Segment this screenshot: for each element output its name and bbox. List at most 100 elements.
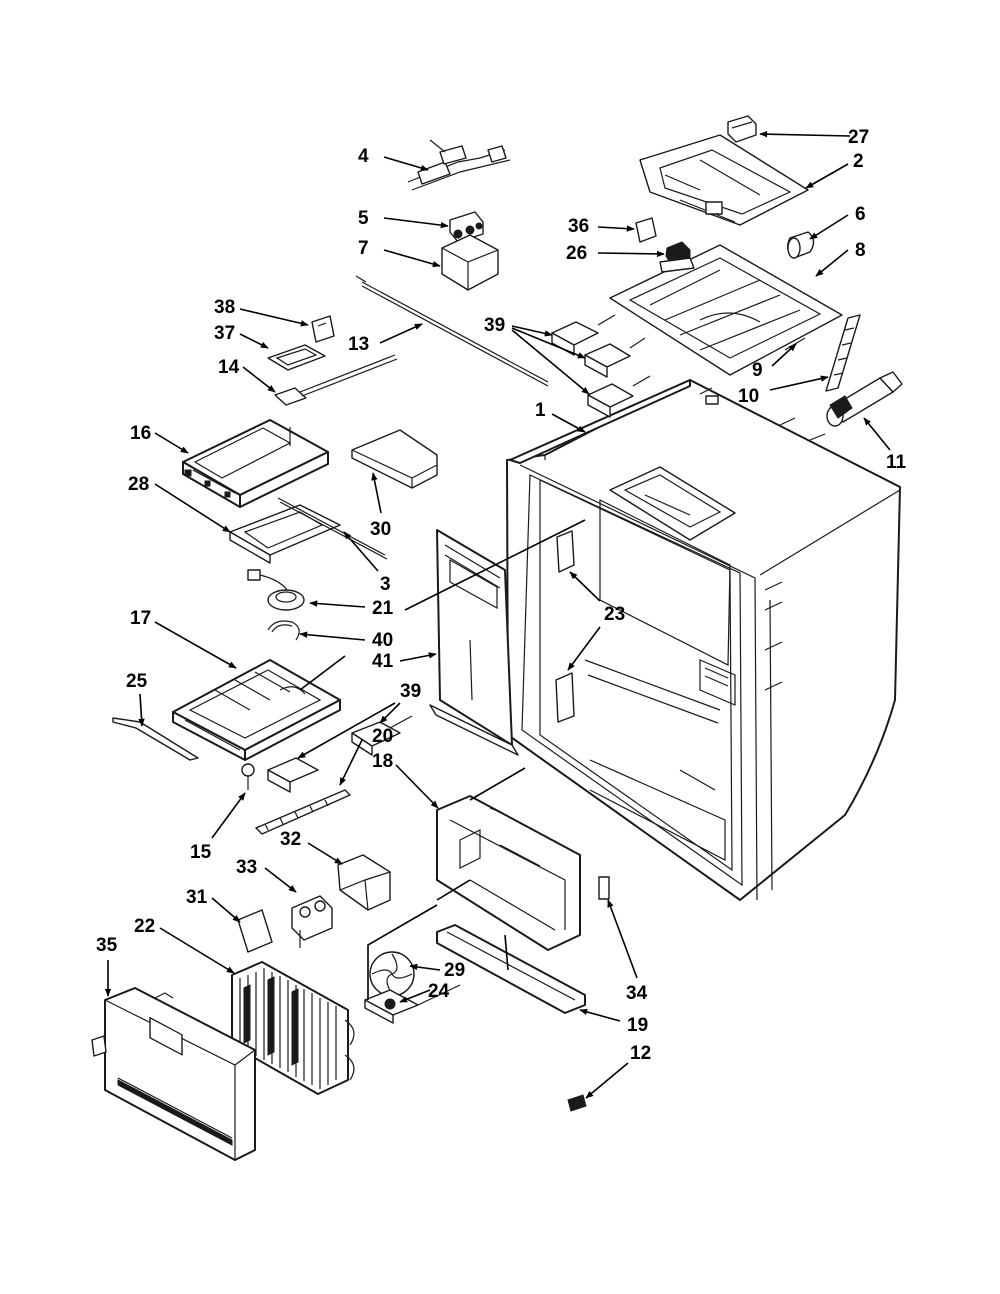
leader-21 [309, 600, 366, 608]
part-13-rod [355, 275, 549, 387]
part-26-fitting [659, 241, 695, 273]
part-39-damper-upper-1 [551, 314, 616, 356]
callout-9: 9 [752, 360, 763, 381]
callout-27: 27 [848, 127, 869, 148]
leader-23-b [567, 626, 601, 671]
callout-33: 33 [236, 857, 257, 878]
leader-4 [383, 156, 429, 172]
part-36-clip [635, 217, 657, 243]
part-35-evaporator-cover [91, 987, 256, 1161]
leader-19 [579, 1008, 621, 1022]
part-27-connector [727, 115, 757, 143]
leader-34 [607, 899, 638, 979]
leader-1 [551, 413, 586, 433]
part-33-valve [291, 895, 333, 948]
part-1-refrigerator-liner [506, 379, 901, 901]
part-38-clip [311, 315, 335, 343]
part-39-damper-lower [351, 715, 413, 756]
callout-26: 26 [566, 243, 587, 264]
leader-17 [154, 621, 237, 669]
part-21-sensor [247, 569, 305, 611]
callout-8: 8 [855, 240, 866, 261]
callout-25: 25 [126, 671, 148, 692]
callout-21: 21 [372, 598, 394, 619]
leader-27 [759, 130, 851, 138]
part-40-clip [267, 620, 300, 641]
leader-2 [805, 163, 849, 189]
leader-26 [597, 250, 665, 258]
part-41-panel [429, 529, 519, 756]
part-2-mounting-bracket [639, 134, 809, 226]
callout-32: 32 [280, 829, 301, 850]
leader-39-b [511, 327, 586, 359]
callout-23: 23 [604, 604, 625, 625]
callout-39-upper: 39 [484, 315, 505, 336]
leader-8 [815, 249, 849, 277]
callout-24: 24 [428, 981, 450, 1002]
callout-22: 22 [134, 916, 155, 937]
callout-14: 14 [218, 357, 240, 378]
part-34-clip [598, 876, 610, 900]
callout-17: 17 [130, 608, 151, 629]
part-24-fan-motor [364, 984, 461, 1024]
leader-17-ext [299, 655, 346, 691]
leader-5 [383, 217, 449, 229]
leader-29 [409, 963, 441, 971]
leader-32 [307, 842, 343, 865]
leader-16 [154, 432, 189, 454]
part-39-damper-upper-3 [587, 375, 651, 418]
leader-18-to-liner [469, 767, 526, 801]
leader-25 [138, 693, 145, 727]
part-16-control-board [182, 419, 329, 508]
part-4-wire-harness [407, 139, 511, 191]
leader-11 [863, 417, 891, 451]
leader-7 [383, 249, 441, 268]
leader-40 [299, 631, 366, 641]
part-17-control-housing [172, 659, 341, 761]
part-6-cylinder [787, 231, 815, 259]
leader-20 [339, 739, 363, 786]
leader-39-a [511, 325, 553, 337]
callout-34: 34 [626, 983, 648, 1004]
part-23-light-lower [555, 672, 575, 723]
part-14-sensor-probe [274, 354, 398, 406]
callout-36: 36 [568, 216, 589, 237]
part-23-light-upper [556, 530, 575, 573]
leader-18 [395, 764, 439, 809]
leader-39-e [297, 702, 396, 759]
leader-33 [264, 867, 297, 893]
callout-2: 2 [853, 151, 864, 172]
callout-6: 6 [855, 204, 866, 225]
callout-40: 40 [372, 630, 393, 651]
part-18-frame [436, 795, 581, 951]
leader-9 [771, 343, 797, 367]
callout-37: 37 [214, 323, 235, 344]
leader-21-to-liner [404, 519, 586, 611]
leader-6 [809, 214, 849, 240]
part-12-clip [567, 1094, 587, 1112]
callout-28: 28 [128, 474, 149, 495]
leader-28 [154, 483, 231, 533]
callout-39-lower: 39 [400, 681, 421, 702]
callout-16: 16 [130, 423, 151, 444]
callout-20: 20 [372, 726, 393, 747]
leader-39-c [511, 329, 590, 395]
leader-10 [769, 375, 829, 391]
part-22-evaporator [231, 961, 355, 1095]
callout-13: 13 [348, 334, 369, 355]
part-10-bracket-strip [825, 314, 861, 392]
callout-18: 18 [372, 751, 393, 772]
part-7-box [441, 234, 499, 291]
leader-22 [159, 927, 235, 974]
callout-1: 1 [535, 400, 546, 421]
part-39-damper-lower-2 [267, 757, 319, 793]
callout-12: 12 [630, 1043, 651, 1064]
leader-39-d [379, 702, 401, 724]
callout-numbers: 1 2 3 4 5 6 7 8 9 10 11 12 13 14 15 16 1… [96, 127, 907, 1064]
frame-wire-lines [367, 879, 509, 1000]
callout-11: 11 [886, 452, 907, 473]
callout-5: 5 [358, 208, 369, 229]
callout-29: 29 [444, 960, 465, 981]
leader-24 [399, 989, 431, 1003]
